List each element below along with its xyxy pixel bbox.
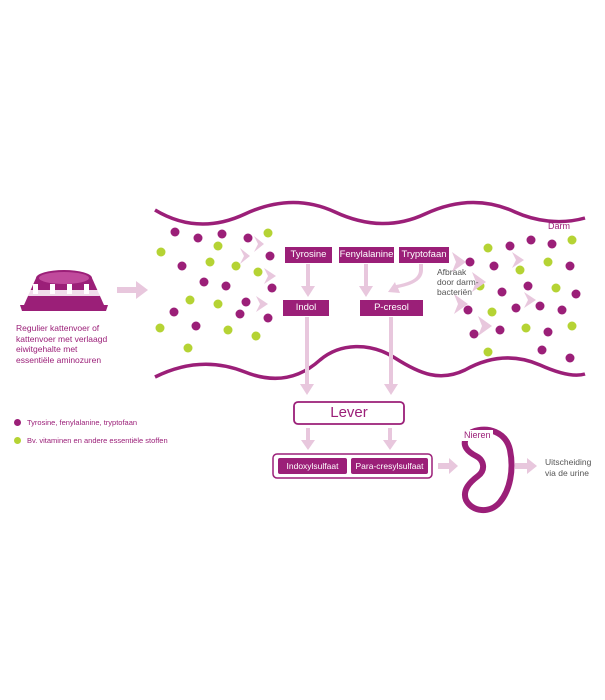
kidney-icon xyxy=(461,426,515,513)
legend-dot-green xyxy=(14,437,21,444)
excretion-text: Uitscheiding via de urine xyxy=(545,457,591,478)
toxin-label-para-cresylsulfaat: Para-cresylsulfaat xyxy=(355,461,424,471)
nutrient-dots-left xyxy=(155,227,277,353)
food-to-intestine-arrow xyxy=(117,281,148,299)
metabolite-box-indol xyxy=(283,300,329,316)
toxins-to-kidney-arrow xyxy=(438,458,458,474)
excretion-line: Uitscheiding xyxy=(545,457,592,467)
legend-text: Tyrosine, fenylalanine, tryptofaan xyxy=(27,418,138,427)
metabolite-box-p-cresol xyxy=(360,300,423,316)
amino-label-tryptofaan: Tryptofaan xyxy=(401,249,447,260)
legend-item: Tyrosine, fenylalanine, tryptofaan xyxy=(14,418,137,427)
amino-box-fenylalanine xyxy=(339,247,394,263)
kidney-label-text: Nieren xyxy=(464,430,491,440)
cat-food-bowl-icon xyxy=(20,270,108,311)
liver-label: Lever xyxy=(330,404,368,421)
flow-chevrons-right xyxy=(452,252,536,336)
toxin-label-indoxylsulfaat: Indoxylsulfaat xyxy=(286,461,339,471)
legend-item: Bv. vitaminen en andere essentiële stoff… xyxy=(14,436,168,445)
kidney-label: Nieren xyxy=(462,430,493,441)
food-caption-line: Regulier kattenvoer of xyxy=(16,323,100,333)
liver-box xyxy=(293,401,405,425)
intestine-label: Darm xyxy=(548,221,570,231)
intestine-top-wall xyxy=(154,200,586,226)
kidney-to-urine-arrow xyxy=(515,458,537,474)
nutrient-dots-right xyxy=(463,235,581,363)
food-caption-line: essentiële aminozuren xyxy=(16,354,102,365)
amino-box-tryptofaan xyxy=(399,247,449,263)
toxin-box-para-cresylsulfaat xyxy=(351,458,428,474)
amino-to-metabolite-arrows xyxy=(301,264,423,297)
legend-text: Bv. vitaminen en andere essentiële stoff… xyxy=(27,436,168,445)
food-caption-line: eiwitgehalte met xyxy=(16,344,78,354)
metabolite-to-liver-arrows xyxy=(300,317,398,395)
food-caption-line: kattenvoer met verlaagd xyxy=(16,333,108,344)
legend-dot-purple xyxy=(14,419,21,426)
amino-label-fenylalanine: Fenylalanine xyxy=(339,249,394,260)
metabolite-label-indol: Indol xyxy=(295,302,317,313)
amino-label-tyrosine: Tyrosine xyxy=(290,249,327,260)
breakdown-note-line: door darm- xyxy=(437,277,479,287)
metabolite-label-p-cresol: P-cresol xyxy=(374,302,409,313)
breakdown-note: Afbraak door darm- bacteriën xyxy=(437,267,479,297)
food-caption: Regulier kattenvoer of kattenvoer met ve… xyxy=(16,323,107,365)
breakdown-note-line: bacteriën xyxy=(437,287,472,297)
liver-to-toxin-arrows xyxy=(301,428,397,450)
amino-box-tyrosine xyxy=(285,247,332,263)
breakdown-note-line: Afbraak xyxy=(437,267,467,277)
flow-chevrons-left xyxy=(240,236,276,312)
excretion-line: via de urine xyxy=(545,467,589,478)
toxin-box-indoxylsulfaat xyxy=(278,458,347,474)
intestine-bottom-wall xyxy=(154,344,586,380)
